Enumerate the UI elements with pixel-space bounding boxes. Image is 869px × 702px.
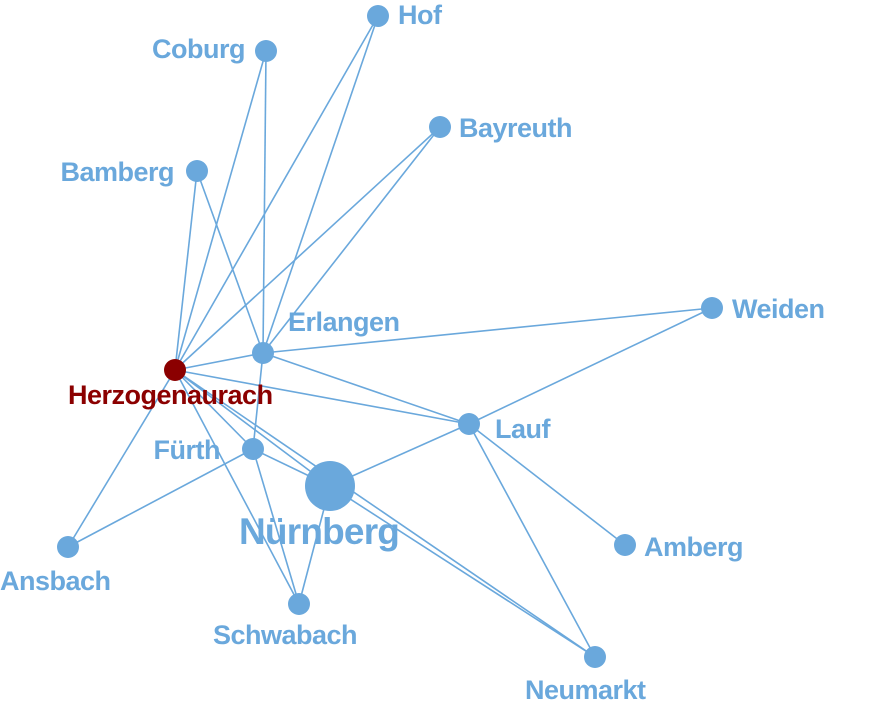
edge-herzogenaurach-fuerth	[174, 369, 254, 450]
node-herzogenaurach	[164, 359, 186, 381]
edge-erlangen-bayreuth	[262, 126, 441, 354]
label-fuerth: Fürth	[154, 435, 220, 465]
node-neumarkt	[584, 646, 606, 668]
edge-erlangen-fuerth	[252, 352, 264, 450]
edge-nuernberg-lauf	[329, 423, 470, 487]
edge-lauf-neumarkt	[468, 423, 596, 658]
node-fuerth	[242, 438, 264, 460]
node-lauf	[458, 413, 480, 435]
label-herzogenaurach: Herzogenaurach	[68, 380, 273, 410]
edge-herzogenaurach-coburg	[174, 50, 267, 371]
edge-erlangen-lauf	[262, 352, 470, 425]
edge-fuerth-ansbach	[67, 448, 254, 548]
node-weiden	[701, 297, 723, 319]
node-erlangen	[252, 342, 274, 364]
edge-nuernberg-neumarkt	[329, 485, 596, 658]
edge-layer	[67, 15, 713, 658]
edge-erlangen-hof	[262, 15, 379, 354]
node-nuernberg	[305, 461, 355, 511]
edge-herzogenaurach-neumarkt	[174, 369, 596, 658]
node-ansbach	[57, 536, 79, 558]
node-coburg	[255, 40, 277, 62]
edge-lauf-amberg	[468, 423, 626, 546]
label-schwabach: Schwabach	[213, 620, 357, 650]
edge-herzogenaurach-nuernberg	[174, 369, 331, 487]
label-bayreuth: Bayreuth	[459, 113, 572, 143]
label-ansbach: Ansbach	[0, 566, 111, 596]
label-lauf: Lauf	[495, 414, 552, 444]
label-erlangen: Erlangen	[288, 307, 400, 337]
edge-herzogenaurach-schwabach	[174, 369, 300, 605]
label-hof: Hof	[398, 0, 443, 30]
edge-lauf-weiden	[468, 307, 713, 425]
edge-erlangen-bamberg	[196, 170, 264, 354]
edge-erlangen-weiden	[262, 307, 713, 354]
edge-herzogenaurach-hof	[174, 15, 379, 371]
edge-herzogenaurach-erlangen	[174, 352, 264, 371]
label-weiden: Weiden	[732, 294, 825, 324]
label-coburg: Coburg	[152, 34, 245, 64]
edge-herzogenaurach-ansbach	[67, 369, 176, 548]
node-amberg	[614, 534, 636, 556]
edge-erlangen-coburg	[262, 50, 267, 354]
node-bamberg	[186, 160, 208, 182]
node-hof	[367, 5, 389, 27]
edge-herzogenaurach-bamberg	[174, 170, 198, 371]
edge-herzogenaurach-bayreuth	[174, 126, 441, 371]
label-amberg: Amberg	[644, 532, 743, 562]
node-layer	[57, 5, 723, 668]
label-nuernberg: Nürnberg	[239, 511, 399, 552]
edge-herzogenaurach-lauf	[174, 369, 470, 425]
label-neumarkt: Neumarkt	[525, 675, 646, 702]
edge-fuerth-schwabach	[252, 448, 300, 605]
node-schwabach	[288, 593, 310, 615]
node-bayreuth	[429, 116, 451, 138]
label-bamberg: Bamberg	[60, 157, 174, 187]
